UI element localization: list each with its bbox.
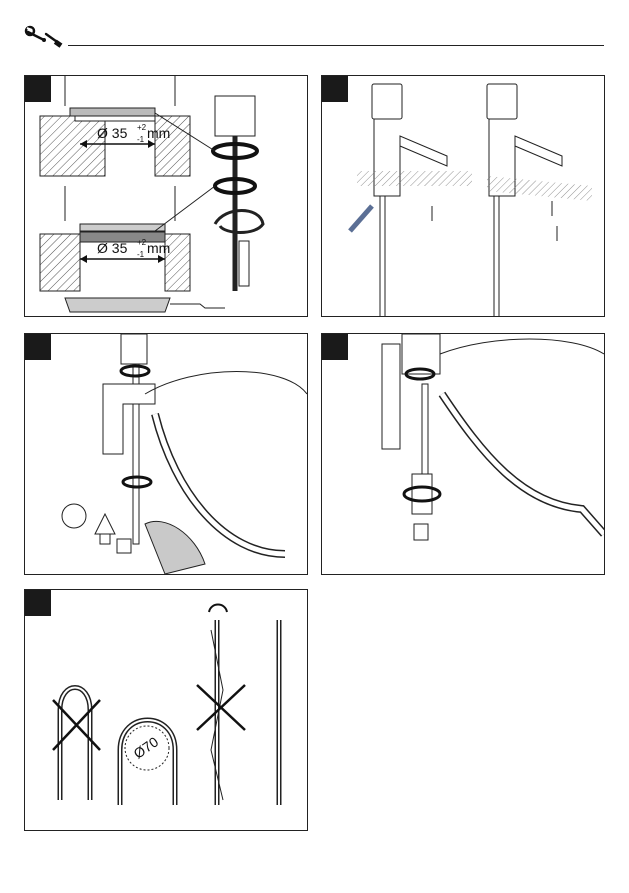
- step-panel-1: Ø 35 +2 -1 mm Ø 35 +2 -1 mm: [24, 75, 308, 317]
- top-dimension-label: Ø 35 +2 -1 mm: [97, 123, 170, 144]
- hose-bending-diagram: Ø70: [25, 590, 307, 830]
- cutout-diagram: Ø 35 +2 -1 mm Ø 35 +2 -1 mm: [25, 76, 307, 316]
- svg-text:-1: -1: [137, 250, 145, 259]
- svg-text:mm: mm: [147, 240, 170, 256]
- svg-text:Ø 35: Ø 35: [97, 125, 128, 141]
- faucet-placement-diagram: [322, 76, 604, 316]
- step-panel-5: Ø70: [24, 589, 308, 831]
- header-rule: [68, 45, 604, 46]
- step-panel-3: [24, 333, 308, 575]
- wrench-screwdriver-icon: [24, 24, 64, 52]
- svg-text:mm: mm: [147, 125, 170, 141]
- bend-radius-label: Ø70: [130, 733, 161, 761]
- step-panel-2: [321, 75, 605, 317]
- svg-text:Ø 35: Ø 35: [97, 240, 128, 256]
- svg-text:+2: +2: [137, 238, 147, 247]
- tightening-diagram: [322, 334, 604, 574]
- step-panel-4: [321, 333, 605, 575]
- mounting-diagram: [25, 334, 307, 574]
- svg-text:-1: -1: [137, 135, 145, 144]
- svg-text:+2: +2: [137, 123, 147, 132]
